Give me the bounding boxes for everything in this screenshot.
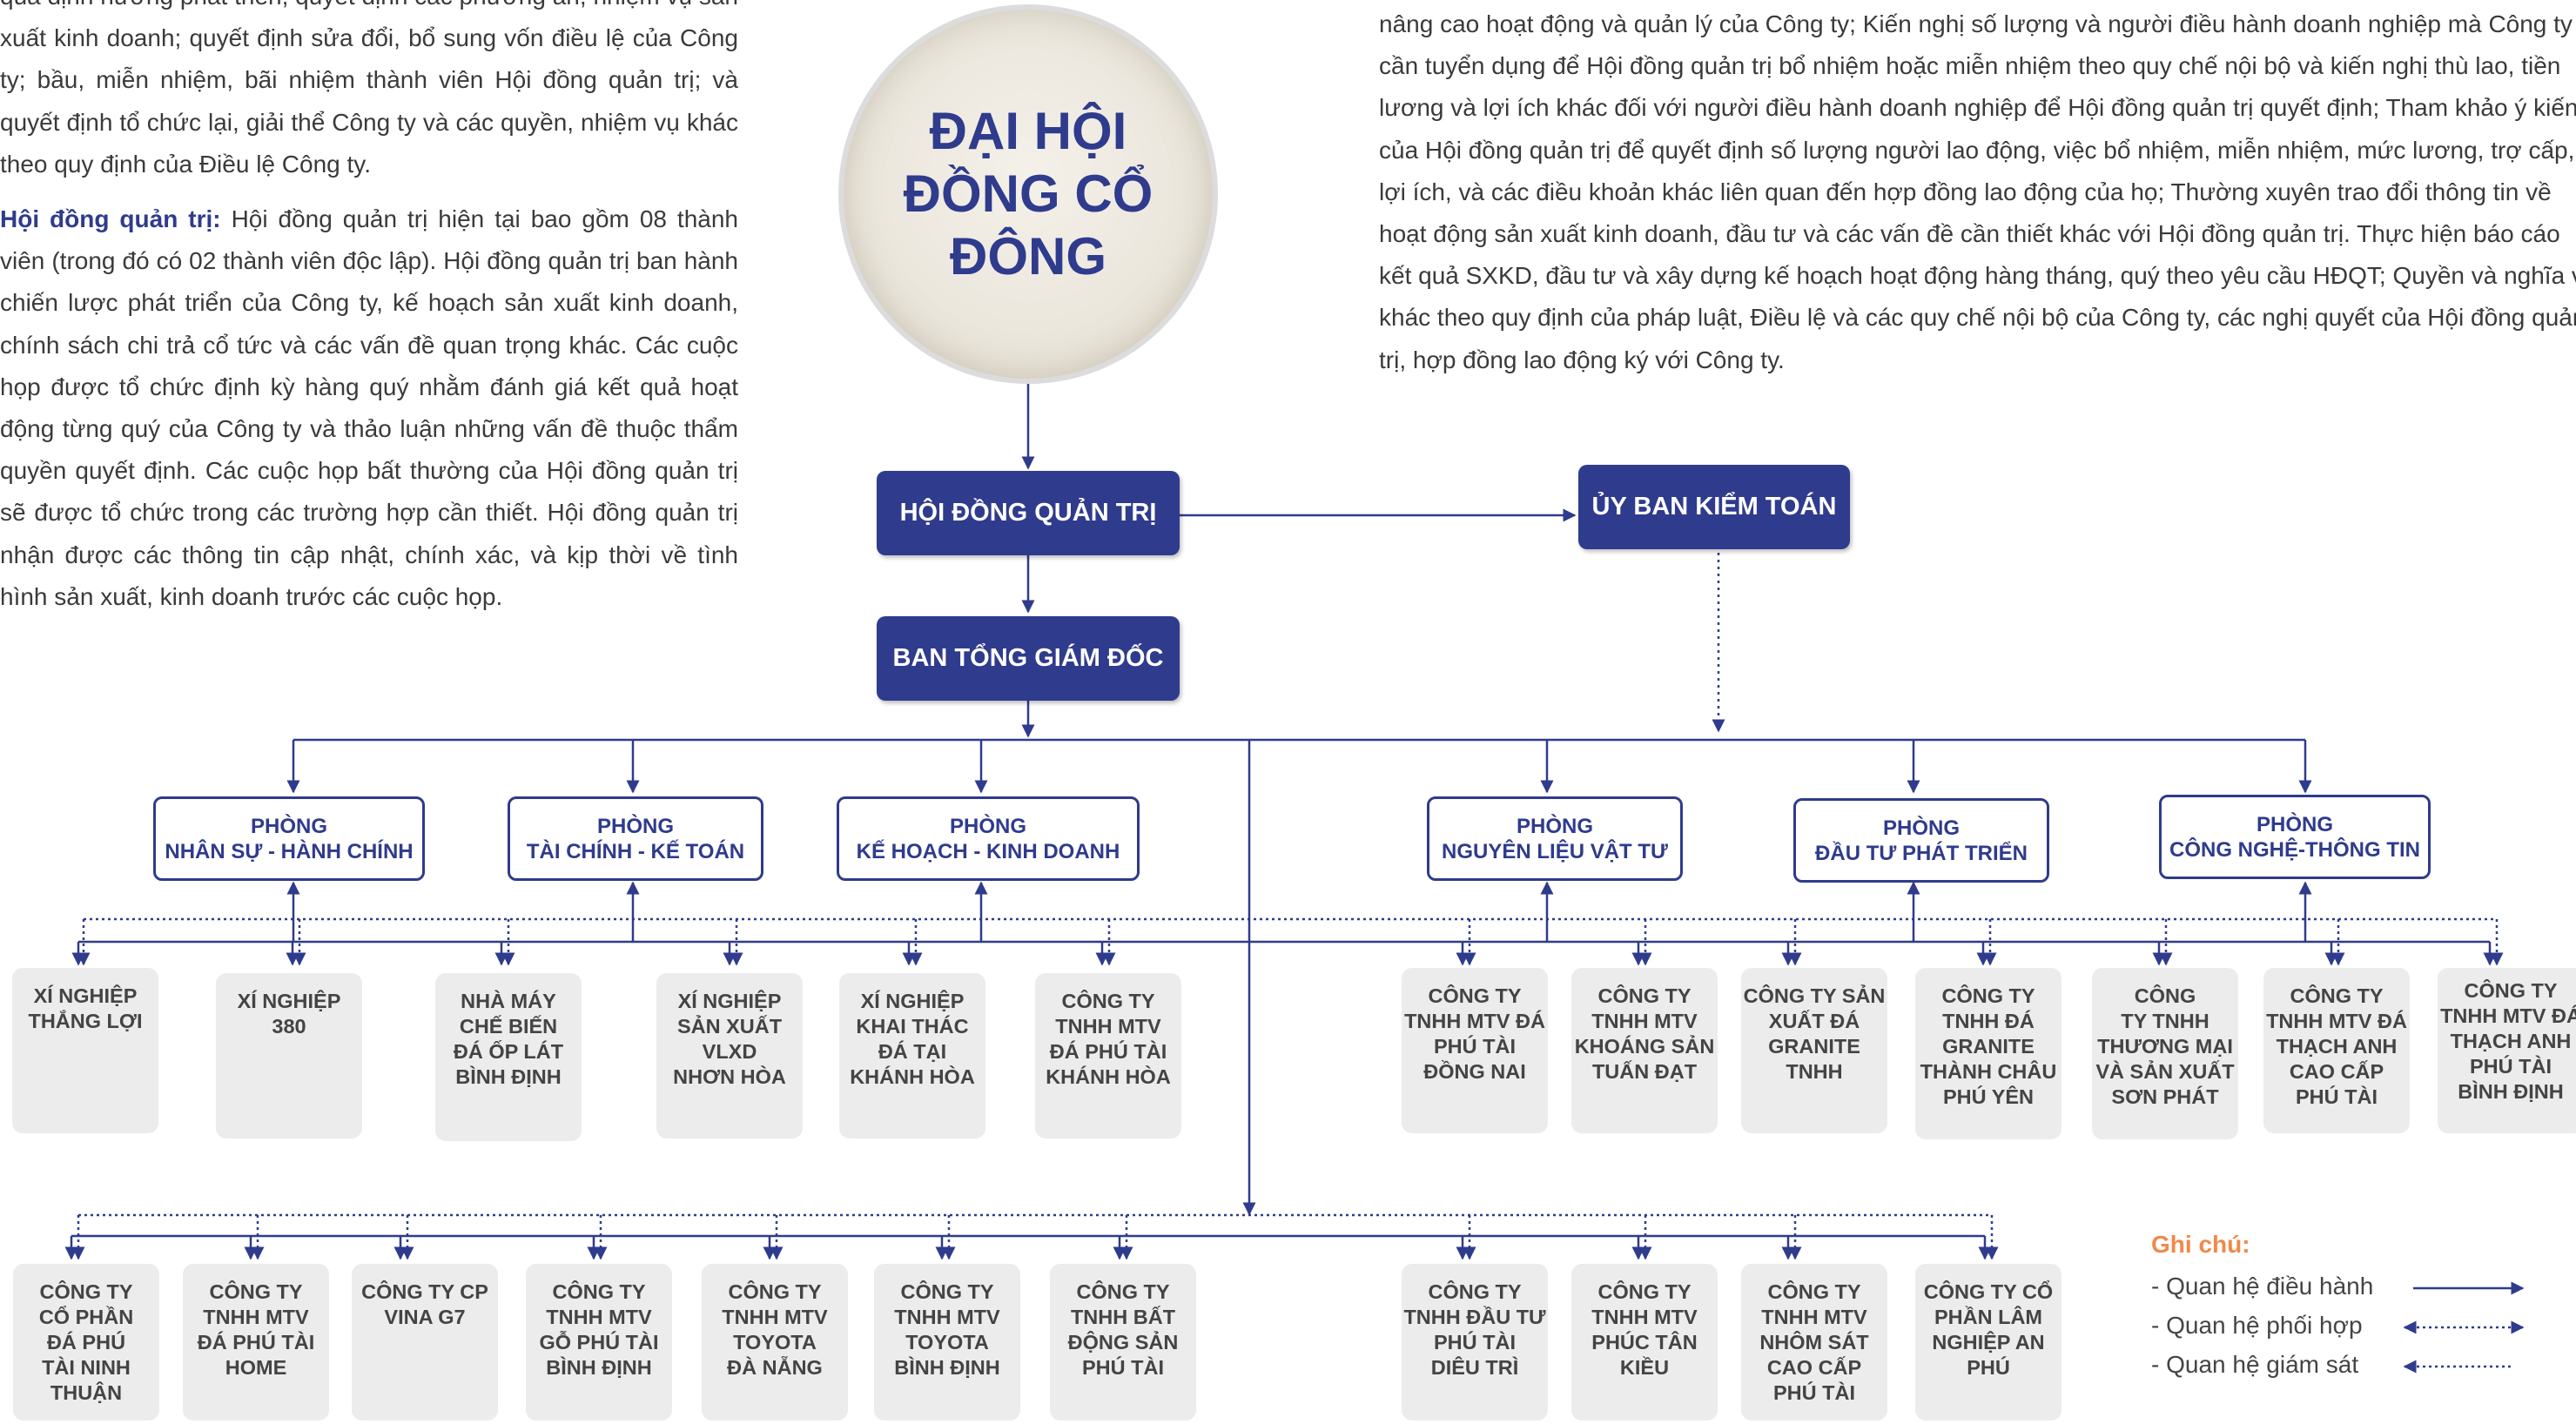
dept-label-1: PHÒNG <box>949 814 1026 838</box>
left-paragraph-2-lead: Hội đồng quản trị: <box>0 205 221 232</box>
unit-card: CÔNG TY TNHH MTV TOYOTA ĐÀ NẴNG <box>702 1264 848 1421</box>
dept-hr-admin: PHÒNG NHÂN SỰ - HÀNH CHÍNH <box>153 796 425 881</box>
unit-card: CÔNG TY TNHH ĐẦU TƯ PHÚ TÀI DIÊU TRÌ <box>1402 1264 1548 1421</box>
shareholders-meeting-title: ĐẠI HỘI ĐỒNG CỔ ĐÔNG <box>903 102 1153 285</box>
dept-label-1: PHÒNG <box>1882 816 1960 840</box>
dept-label-1: PHÒNG <box>2256 812 2333 836</box>
dept-label-2: NGUYÊN LIỆU VẬT TƯ <box>1442 839 1668 863</box>
dept-finance: PHÒNG TÀI CHÍNH - KẾ TOÁN <box>508 796 763 881</box>
board-of-directors-box: HỘI ĐỒNG QUẢN TRỊ <box>877 471 1180 555</box>
dept-label-2: CÔNG NGHỆ-THÔNG TIN <box>2169 837 2420 862</box>
row1-drops <box>71 919 2504 966</box>
unit-card: CÔNG TY TNHH MTV ĐÁ PHÚ TÀI HOME <box>183 1264 329 1421</box>
dept-technology-it: PHÒNG CÔNG NGHỆ-THÔNG TIN <box>2159 795 2431 879</box>
unit-card: NHÀ MÁY CHẾ BIẾN ĐÁ ỐP LÁT BÌNH ĐỊNH <box>435 973 582 1141</box>
dept-planning-business: PHÒNG KẾ HOẠCH - KINH DOANH <box>837 796 1140 881</box>
left-paragraph-2: Hội đồng quản trị: Hội đồng quản trị hiệ… <box>0 198 738 618</box>
unit-card: CÔNG TY TNHH MTV ĐÁ THẠCH ANH CAO CẤP PH… <box>2263 968 2410 1133</box>
legend-operational: - Quan hệ điều hành <box>2151 1273 2374 1300</box>
dept-label-1: PHÒNG <box>250 814 327 838</box>
dept-label-2: TÀI CHÍNH - KẾ TOÁN <box>526 839 745 863</box>
dept-investment-development: PHÒNG ĐẦU TƯ PHÁT TRIỂN <box>1793 798 2049 883</box>
unit-card: CÔNG TY TNHH MTV GỖ PHÚ TÀI BÌNH ĐỊNH <box>526 1264 672 1421</box>
unit-card: XÍ NGHIỆP SẢN XUẤT VLXD NHƠN HÒA <box>656 973 803 1139</box>
dept-label-2: NHÂN SỰ - HÀNH CHÍNH <box>165 839 414 863</box>
unit-card: XÍ NGHIỆP THẮNG LỢI <box>12 968 158 1133</box>
unit-card: CÔNG TY TNHH BẤT ĐỘNG SẢN PHÚ TÀI <box>1050 1264 1196 1421</box>
unit-card: CÔNG TY TNHH MTV ĐÁ PHÚ TÀI KHÁNH HÒA <box>1035 973 1181 1139</box>
row2-drops <box>64 1215 1999 1260</box>
unit-card: XÍ NGHIỆP KHAI THÁC ĐÁ TẠI KHÁNH HÒA <box>839 973 985 1139</box>
legend-supervision: - Quan hệ giám sát <box>2151 1351 2359 1378</box>
right-paragraph: nâng cao hoạt động và quản lý của Công t… <box>1379 10 2576 373</box>
dept-label-2: ĐẦU TƯ PHÁT TRIỂN <box>1815 841 2028 865</box>
unit-card: CÔNG TY CỔ PHẦN LÂM NGHIỆP AN PHÚ <box>1915 1264 2061 1421</box>
unit-card: CÔNG TY CP VINA G7 <box>352 1264 498 1421</box>
left-paragraph-1: quả định hướng phát triển; quyết định cá… <box>0 0 738 178</box>
dept-materials: PHÒNG NGUYÊN LIỆU VẬT TƯ <box>1427 796 1683 881</box>
legend-title: Ghi chú: <box>2151 1231 2250 1258</box>
unit-card: CÔNG TY TNHH ĐÁ GRANITE THÀNH CHÂU PHÚ Y… <box>1915 968 2061 1139</box>
dept-label-1: PHÒNG <box>1516 814 1593 838</box>
dept-label-1: PHÒNG <box>596 814 674 838</box>
unit-card: CÔNG TY SẢN XUẤT ĐÁ GRANITE TNHH <box>1741 968 1887 1133</box>
unit-card: XÍ NGHIỆP 380 <box>216 973 362 1139</box>
unit-card: CÔNG TY TNHH MTV PHÚC TÂN KIỀU <box>1571 1264 1718 1421</box>
unit-card: CÔNG TY TNHH MTV NHÔM SÁT CAO CẤP PHÚ TÀ… <box>1741 1264 1887 1421</box>
dept-label-2: KẾ HOẠCH - KINH DOANH <box>856 839 1120 863</box>
ceo-board-box: BAN TỔNG GIÁM ĐỐC <box>877 616 1180 701</box>
unit-card: CÔNG TY TNHH MTV ĐÁ PHÚ TÀI ĐỒNG NAI <box>1402 968 1548 1133</box>
left-paragraph-2-body: Hội đồng quản trị hiện tại bao gồm 08 th… <box>0 205 739 610</box>
unit-card: CÔNG TY CỔ PHẦN ĐÁ PHÚ TÀI NINH THUẬN <box>13 1264 159 1421</box>
unit-card: CÔNG TY TNHH MTV TOYOTA BÌNH ĐỊNH <box>874 1264 1020 1421</box>
shareholders-meeting-circle: ĐẠI HỘI ĐỒNG CỔ ĐÔNG <box>838 4 1218 384</box>
unit-card: CÔNG TY TNHH MTV ĐÁ THẠCH ANH PHÚ TÀI BÌ… <box>2438 968 2576 1133</box>
legend-coordination: - Quan hệ phối hợp <box>2151 1312 2363 1339</box>
unit-card: CÔNG TY TNHH THƯƠNG MẠI VÀ SẢN XUẤT SƠN … <box>2092 968 2238 1139</box>
unit-card: CÔNG TY TNHH MTV KHOÁNG SẢN TUẤN ĐẠT <box>1571 968 1718 1133</box>
audit-committee-box: ỦY BAN KIỂM TOÁN <box>1578 465 1850 549</box>
